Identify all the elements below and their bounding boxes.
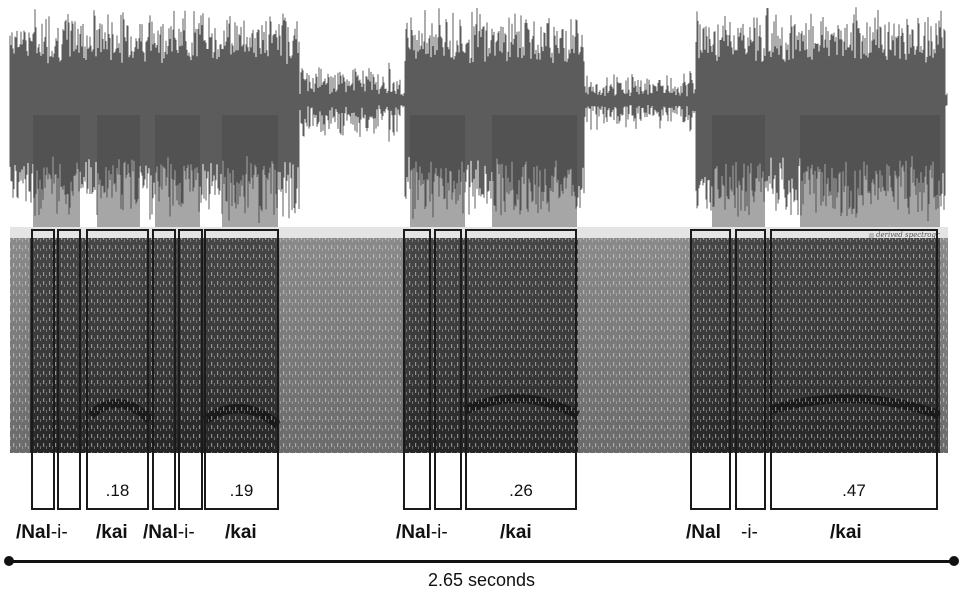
label-nal-4: /Nal bbox=[686, 522, 721, 544]
segment-box-6 bbox=[204, 229, 279, 510]
label-nal-3-text: /Nal bbox=[396, 522, 431, 543]
waveform bbox=[9, 7, 948, 227]
label-nal-2: /Nal-i- bbox=[143, 522, 195, 544]
segment-box-5 bbox=[178, 229, 203, 510]
spectrogram-tag: derived spectrogr bbox=[876, 231, 940, 239]
timeline-label: 2.65 seconds bbox=[427, 570, 536, 590]
segment-box-10 bbox=[690, 229, 731, 510]
segment-box-12 bbox=[770, 229, 938, 510]
timeline-start-dot bbox=[4, 556, 14, 566]
label-i-4: -i- bbox=[741, 522, 758, 544]
label-i-1-text: -i- bbox=[50, 522, 68, 543]
label-kai-1-text: /kai bbox=[96, 522, 128, 543]
segment-box-8 bbox=[434, 229, 462, 510]
label-kai-2-text: /kai bbox=[225, 522, 257, 543]
label-kai-1: /kai bbox=[96, 522, 128, 544]
segment-box-4 bbox=[152, 229, 176, 510]
duration-4: .47 bbox=[842, 481, 866, 500]
timeline-line bbox=[10, 560, 953, 563]
duration-2: .19 bbox=[229, 481, 254, 500]
label-kai-3: /kai bbox=[500, 522, 532, 544]
label-nal-1-text: /Nal bbox=[16, 522, 51, 543]
segment-box-2 bbox=[57, 229, 81, 510]
label-nal-3: /Nal-i- bbox=[396, 522, 448, 544]
label-kai-2: /kai bbox=[225, 522, 257, 544]
label-kai-3-text: /kai bbox=[500, 522, 532, 543]
timeline-end-dot bbox=[949, 556, 959, 566]
segment-box-3 bbox=[86, 229, 149, 510]
duration-1: .18 bbox=[105, 481, 130, 500]
waveform-clip-band bbox=[155, 115, 200, 227]
label-i-3-text: -i- bbox=[430, 522, 448, 543]
spectrogram bbox=[10, 227, 948, 453]
spectrogram-tag-swatch bbox=[869, 233, 874, 238]
label-nal-4-text: /Nal bbox=[686, 522, 721, 543]
label-kai-4-text: /kai bbox=[830, 522, 862, 543]
label-i-2-text: -i- bbox=[177, 522, 195, 543]
segment-box-7 bbox=[403, 229, 431, 510]
label-kai-4: /kai bbox=[830, 522, 862, 544]
label-nal-2-text: /Nal bbox=[143, 522, 178, 543]
label-nal-1: /Nal-i- bbox=[16, 522, 68, 544]
segment-box-1 bbox=[31, 229, 55, 510]
segment-box-9 bbox=[465, 229, 577, 510]
duration-3: .26 bbox=[509, 481, 533, 500]
segment-box-11 bbox=[735, 229, 766, 510]
label-i-4-text: -i- bbox=[741, 522, 758, 543]
